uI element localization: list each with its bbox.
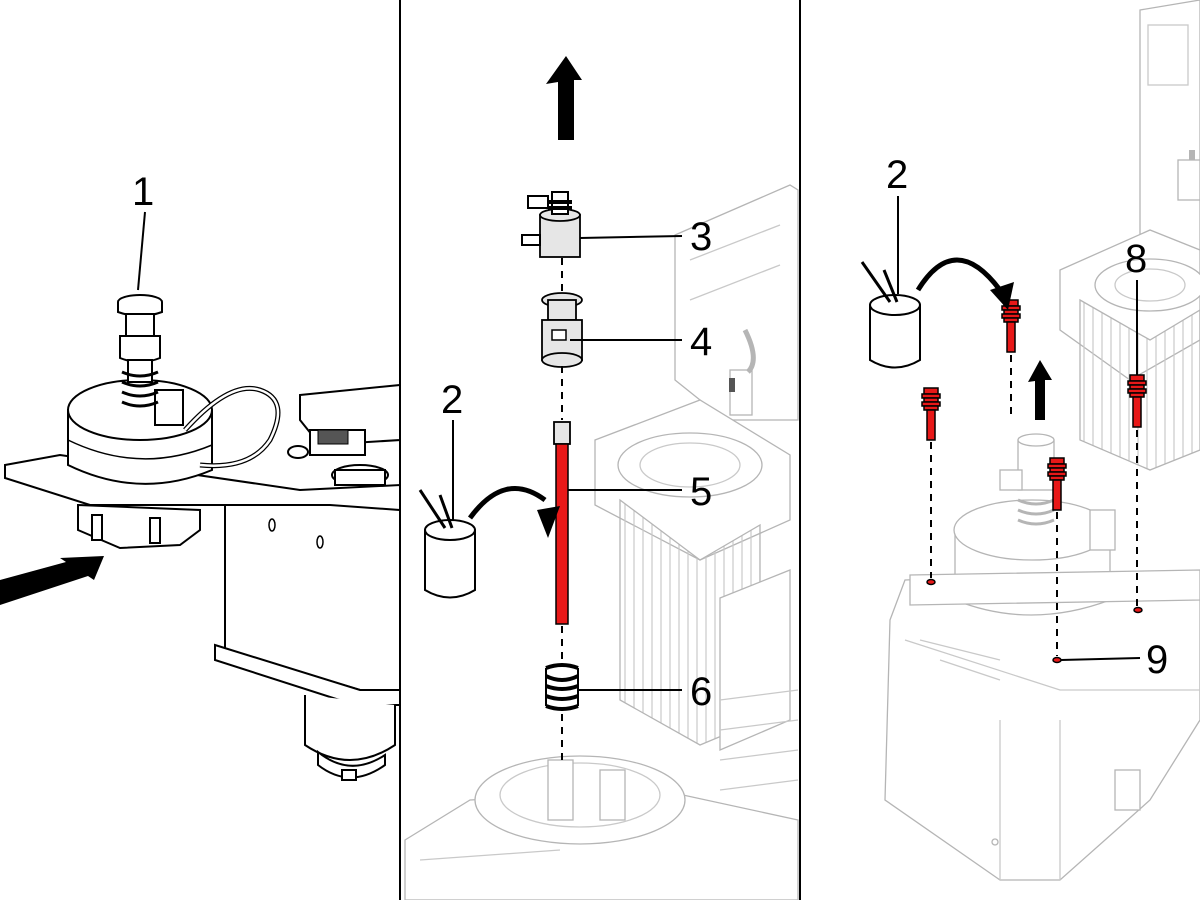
callout-3: 3: [690, 215, 712, 259]
cylinder-stack-panel-1: [117, 294, 163, 408]
hole-center: [1052, 656, 1062, 664]
callout-6: 6: [690, 670, 712, 714]
leader-1: [137, 211, 146, 291]
callout-9: 9: [1146, 638, 1168, 682]
curved-arrow-icon: [915, 257, 1002, 292]
part-6-spring: [545, 663, 579, 711]
machine-base-panel-3: [884, 0, 1200, 881]
panel-3: 2 8 9: [860, 0, 1200, 881]
part-5-piston-rod: [553, 421, 571, 625]
panel-1: 1: [0, 170, 401, 781]
machine-base-panel-1: [4, 379, 401, 781]
grease-pot-icon: [418, 489, 476, 599]
screw-loose-left: [921, 387, 941, 441]
callout-8: 8: [1125, 237, 1147, 281]
callout-2-panel-3: 2: [886, 153, 908, 197]
callout-5: 5: [690, 470, 712, 514]
screw-greased: [1001, 299, 1021, 353]
hole-left: [926, 578, 936, 586]
curved-arrow-icon: [467, 485, 547, 520]
screw-8: [1127, 374, 1147, 428]
grease-pot-icon: [860, 261, 921, 369]
arrow-up-icon: [546, 56, 582, 140]
leader-9: [1060, 657, 1141, 661]
leader-3: [579, 235, 683, 239]
part-4-bushing: [541, 292, 583, 368]
hole-right: [1133, 606, 1143, 614]
callout-1: 1: [132, 170, 154, 214]
part-3-cylinder-head: [521, 191, 581, 258]
panel-2: 3 4 5 6 2: [404, 56, 799, 900]
arrow-up-icon: [1028, 360, 1052, 420]
arrow-in-icon: [0, 556, 104, 605]
callout-4: 4: [690, 320, 712, 364]
callout-2-panel-2: 2: [441, 378, 463, 422]
machine-base-panel-2: [404, 184, 799, 900]
screw-center: [1047, 457, 1067, 511]
